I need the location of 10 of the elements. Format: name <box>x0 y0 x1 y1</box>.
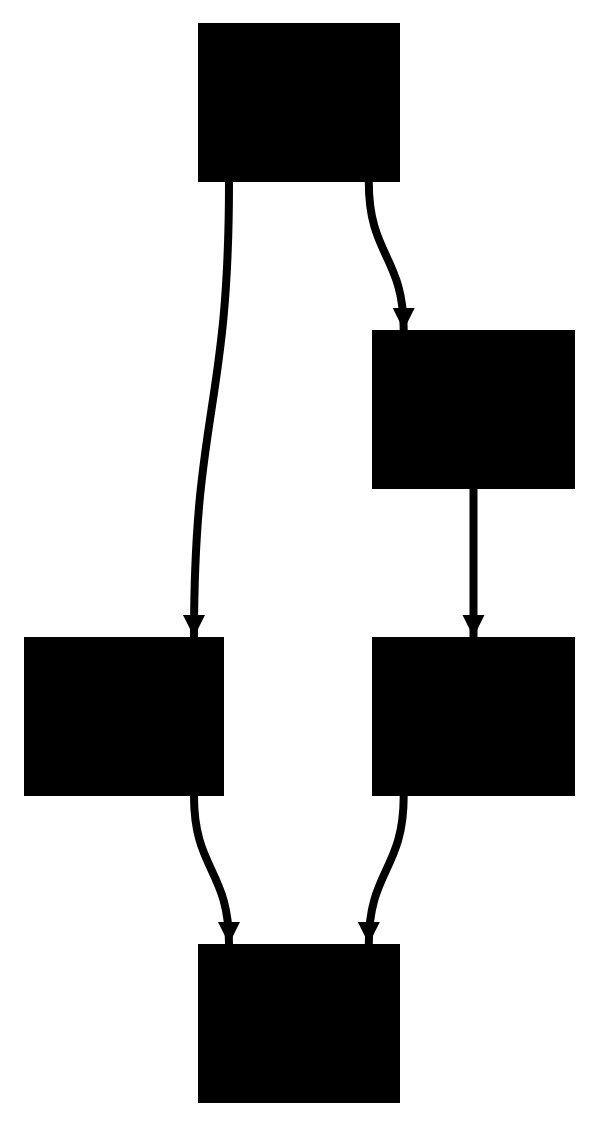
filled-box <box>198 944 400 1103</box>
arrow <box>364 181 414 331</box>
arrow <box>183 181 233 638</box>
filled-box <box>372 637 575 796</box>
filled-box <box>372 330 575 489</box>
filled-box <box>24 637 224 796</box>
filled-box <box>198 23 400 182</box>
arrow <box>462 489 485 637</box>
arrow <box>358 795 408 945</box>
arrow <box>190 795 240 945</box>
